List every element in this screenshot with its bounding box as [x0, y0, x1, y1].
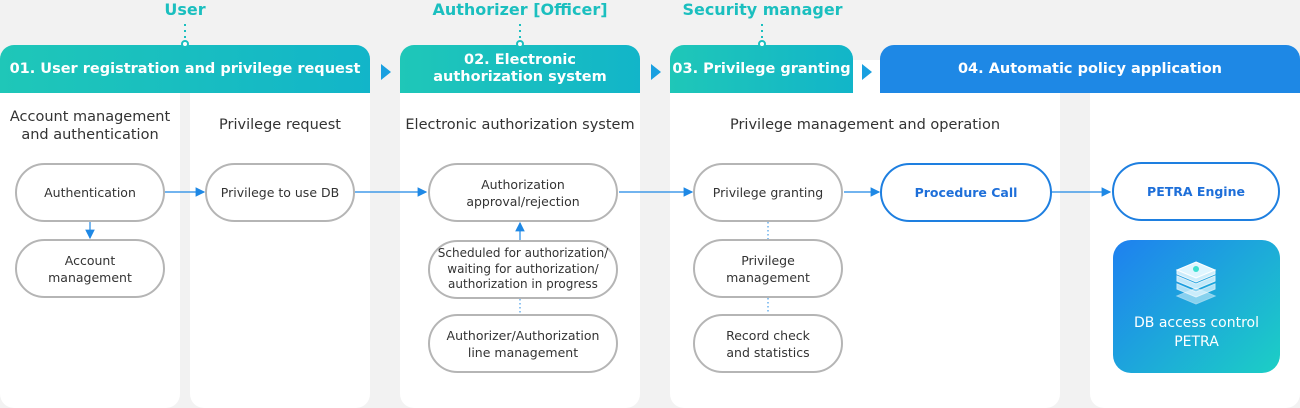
column-title-account: Account management and authentication: [9, 109, 171, 143]
actor-user: User: [164, 0, 206, 19]
node-privilege-to-use-db: Privilege to use DB: [205, 163, 355, 222]
column-title-electronic-auth: Electronic authorization system: [405, 117, 635, 133]
node-account-management: Account management: [15, 239, 165, 298]
node-scheduled-authorization: Scheduled for authorization/ waiting for…: [428, 240, 618, 299]
column-title-privilege-mgmt: Privilege management and operation: [729, 117, 1001, 133]
node-authentication: Authentication: [15, 163, 165, 222]
db-access-control-label: DB access control PETRA: [1134, 315, 1259, 350]
chevron-right-icon: [381, 64, 391, 80]
chevron-right-icon: [862, 64, 872, 80]
node-authorization-approval: Authorization approval/rejection: [428, 163, 618, 222]
db-access-control-card: DB access control PETRA: [1113, 240, 1280, 373]
node-procedure-call: Procedure Call: [880, 163, 1052, 222]
node-petra-engine: PETRA Engine: [1112, 162, 1280, 221]
database-stack-icon: [1175, 261, 1217, 305]
node-privilege-management: Privilege management: [693, 239, 843, 298]
node-record-check: Record check and statistics: [693, 314, 843, 373]
node-authorizer-line-management: Authorizer/Authorization line management: [428, 314, 618, 373]
panel-privilege-request: [190, 60, 370, 408]
chevron-right-icon: [651, 64, 661, 80]
actor-authorizer: Authorizer [Officer]: [432, 0, 608, 19]
stage-2-tab: 02. Electronic authorization system: [400, 45, 640, 93]
actor-security-manager: Security manager: [682, 0, 843, 19]
node-privilege-granting: Privilege granting: [693, 163, 843, 222]
stage-1-tab: 01. User registration and privilege requ…: [0, 45, 370, 93]
stage-3-tab: 03. Privilege granting: [670, 45, 853, 93]
stage-4-tab: 04. Automatic policy application: [880, 45, 1300, 93]
column-title-privilege-request: Privilege request: [219, 117, 341, 133]
